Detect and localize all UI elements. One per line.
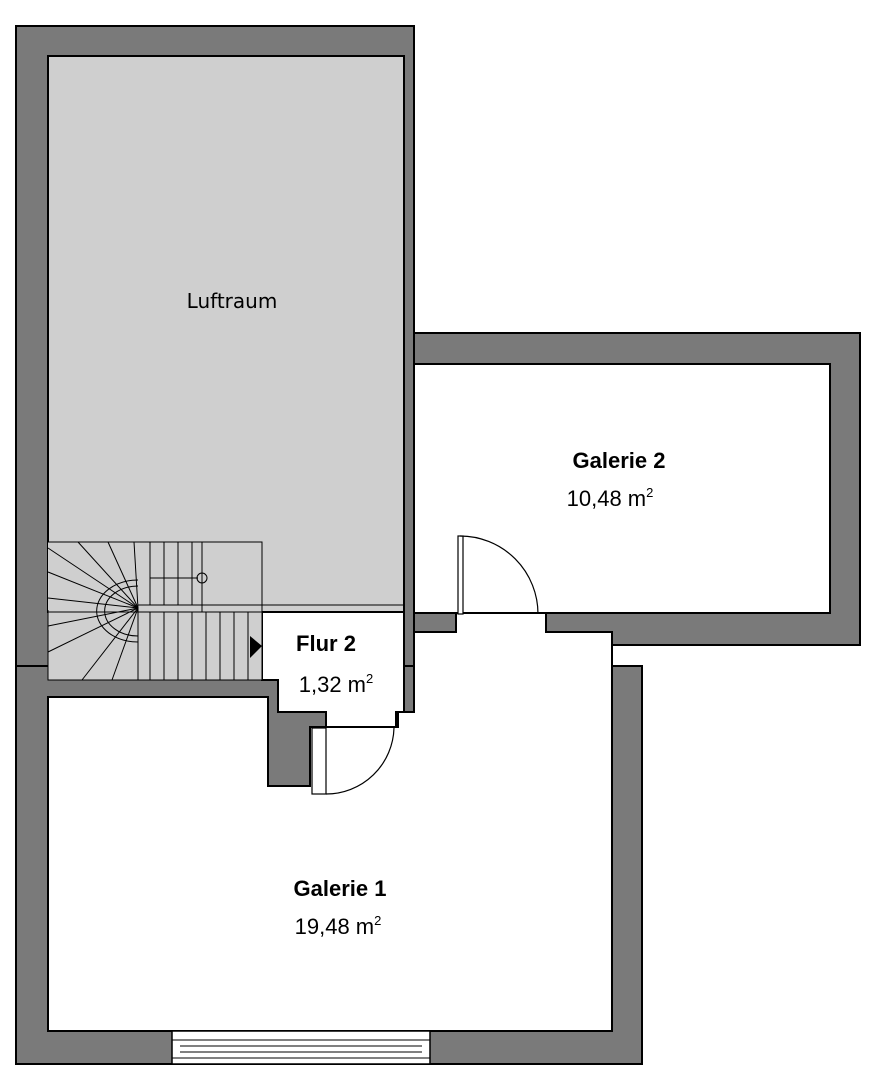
label-galerie2-area: 10,48 m2 <box>567 485 654 511</box>
label-galerie1-area: 19,48 m2 <box>295 913 382 939</box>
door-galerie2 <box>457 535 539 615</box>
label-galerie2-name: Galerie 2 <box>573 448 666 473</box>
room-galerie1 <box>47 612 613 1032</box>
stair-direction-arrow <box>250 636 262 658</box>
window-bottom <box>171 1030 431 1065</box>
room-flur2 <box>261 611 405 728</box>
label-luftraum: Luftraum <box>187 289 278 313</box>
room-galerie2 <box>413 363 831 614</box>
label-flur2-area: 1,32 m2 <box>299 671 374 697</box>
door-flur2 <box>311 727 395 795</box>
label-galerie1-name: Galerie 1 <box>294 876 387 901</box>
room-luftraum <box>47 55 405 613</box>
label-flur2-name: Flur 2 <box>296 631 356 656</box>
staircase <box>47 541 404 681</box>
stair-start-marker <box>196 572 208 584</box>
